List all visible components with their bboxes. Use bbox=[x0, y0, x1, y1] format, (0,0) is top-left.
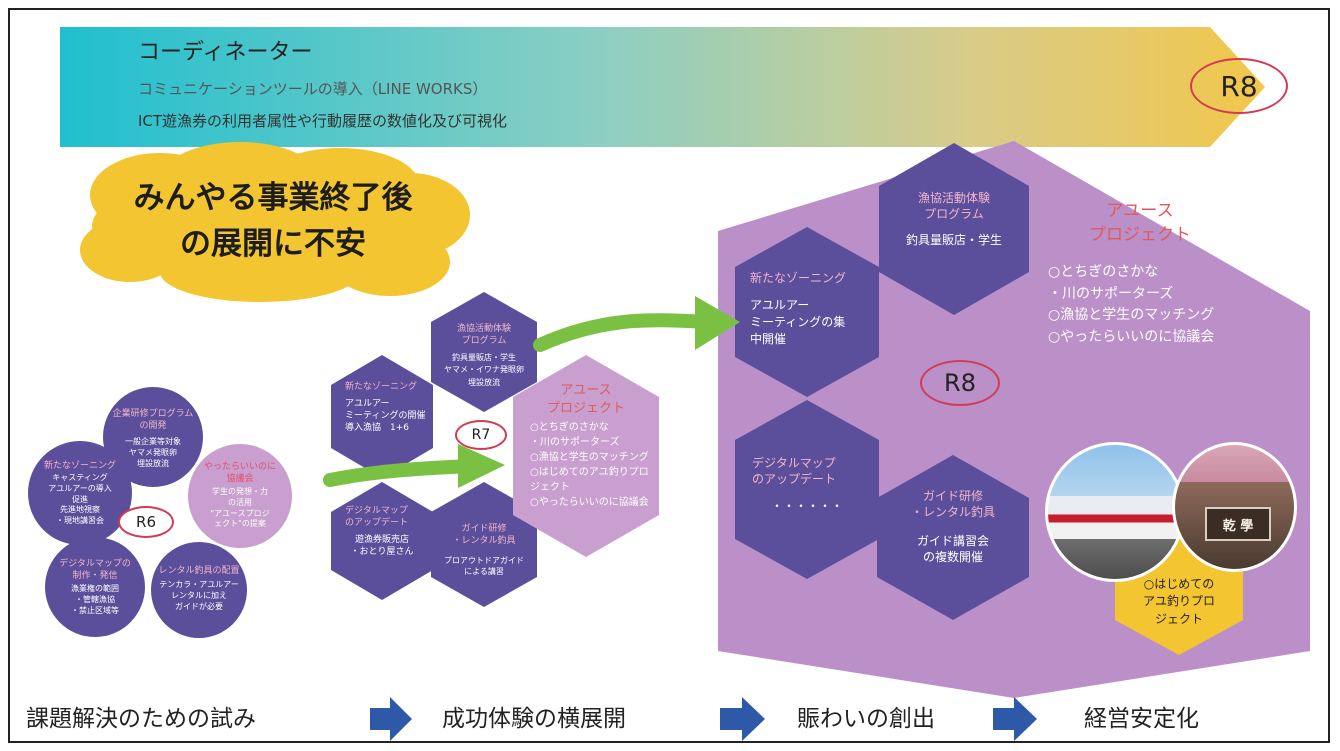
sign-text: 乾 學 bbox=[1222, 518, 1254, 534]
r6-zoning-body: キャスティング アユルアーの導入 促進 先進地視察 ・現地講習会 bbox=[48, 473, 112, 526]
r8-experience-hexagon bbox=[879, 143, 1029, 315]
r7-map-hexagon bbox=[331, 482, 433, 600]
r8-map-body: ・・・・・・ bbox=[770, 499, 843, 513]
worry-line-1: みんやる事業終了後 bbox=[133, 180, 413, 216]
r7-guide-hexagon bbox=[431, 482, 537, 607]
r6-rental-circle bbox=[151, 542, 247, 638]
r6-zoning-circle bbox=[28, 441, 132, 545]
banner-title: コーディネーター bbox=[138, 40, 313, 65]
sign-photo: 乾 學 bbox=[1172, 442, 1297, 572]
r8-map-hexagon bbox=[735, 400, 879, 579]
r8-beginner-text: ○はじめての アユ釣りプロ ジェクト bbox=[1142, 577, 1215, 626]
r8-label: R8 bbox=[944, 369, 976, 397]
green-arrow-r7-to-r8 bbox=[533, 313, 712, 352]
r7-label: R7 bbox=[471, 427, 491, 443]
r7-zoning-body: アユルアー ミーティングの開催 導入漁協 1+6 bbox=[345, 399, 426, 434]
r8-map-title: デジタルマップ のアップデート bbox=[752, 456, 837, 487]
r7-project-hexagon bbox=[513, 355, 659, 557]
coordinator-banner-arrow bbox=[60, 27, 1265, 147]
r6-council-circle bbox=[188, 444, 292, 548]
r6-map-circle bbox=[45, 537, 145, 637]
r8-zoning-hexagon bbox=[735, 227, 879, 397]
r7-project-body: ○とちぎのさかな ・川のサポーターズ ○漁協と学生のマッチング ○はじめてのアユ… bbox=[530, 422, 649, 508]
r8-project-body: ○とちぎのさかな ・川のサポーターズ ○漁協と学生のマッチング ○やったらいいの… bbox=[1048, 264, 1215, 346]
r8-project-title: アユース プロジェクト bbox=[1089, 201, 1191, 245]
r6-training-circle bbox=[103, 387, 203, 487]
r7-zoning-title: 新たなゾーニング bbox=[345, 382, 418, 392]
train-photo bbox=[1045, 442, 1185, 582]
r7-zoning-hexagon bbox=[331, 355, 433, 478]
r7-experience-body: 釣具量販店・学生 ヤマメ・イワナ発眼卵 埋設放流 bbox=[444, 353, 524, 387]
banner-line-2: ICT遊漁券の利用者属性や行動履歴の数値化及び可視化 bbox=[138, 112, 508, 130]
r7-map-body: 遊漁券販売店 ・おとり屋さん bbox=[350, 535, 414, 558]
flow-step-2: 成功体験の横展開 bbox=[442, 706, 626, 732]
r8-experience-body: 釣具量販店・学生 bbox=[905, 233, 1002, 247]
green-arrow-r6-to-r7-head bbox=[458, 444, 505, 488]
r8-guide-hexagon bbox=[877, 455, 1029, 620]
r7-guide-body: プロアウトドアガイド による講習 bbox=[444, 556, 524, 576]
r6-training-title: 企業研修プログラム の開発 bbox=[112, 409, 194, 432]
r6-zoning-title: 新たなゾーニング bbox=[43, 461, 116, 471]
r6-rental-body: テンカラ・アユルアー レンタルに加え ガイドが必要 bbox=[159, 580, 239, 611]
worry-line-2: の展開に不安 bbox=[180, 226, 366, 262]
flow-arrow-1 bbox=[370, 697, 412, 741]
r6-label: R6 bbox=[136, 513, 156, 531]
r6-rental-title: レンタル釣具の配置 bbox=[158, 566, 240, 576]
flow-step-3: 賑わいの創出 bbox=[797, 706, 935, 732]
r7-experience-hexagon bbox=[431, 292, 537, 412]
flow-arrow-3 bbox=[993, 697, 1037, 741]
r8-experience-title: 漁協活動体験 プログラム bbox=[917, 191, 990, 222]
r7-map-title: デジタルマップ のアップデート bbox=[345, 506, 409, 529]
r6-map-title: デジタルマップの 制作・発信 bbox=[59, 559, 131, 582]
r6-council-title: やったらいいのに 協議会 bbox=[203, 462, 276, 485]
r8-zoning-body: アユルアー ミーティングの集 中開催 bbox=[750, 298, 846, 346]
green-arrow-r7-to-r8-head bbox=[695, 296, 740, 350]
flow-arrow-2 bbox=[720, 697, 765, 741]
flow-step-4: 経営安定化 bbox=[1084, 706, 1199, 732]
green-arrow-r6-to-r7 bbox=[323, 459, 477, 487]
worry-cloud bbox=[80, 142, 470, 302]
r6-council-body: 学生の発想・力 の活用 "アユースプロジ ェクト"の提案 bbox=[210, 487, 270, 529]
flow-step-1: 課題解決のための試み bbox=[26, 706, 256, 732]
banner-r8-ring: R8 bbox=[1190, 58, 1288, 114]
r6-ring: R6 bbox=[118, 506, 174, 538]
r7-guide-title: ガイド研修 ・レンタル釣具 bbox=[452, 524, 516, 547]
r6-training-body: 一般企業等対象 ヤマメ発眼卵 埋設放流 bbox=[125, 437, 181, 468]
r7-ring: R7 bbox=[455, 420, 507, 450]
r8-zoning-title: 新たなゾーニング bbox=[750, 271, 847, 285]
r8-guide-title: ガイド研修 ・レンタル釣具 bbox=[910, 489, 995, 520]
banner-line-1: コミュニケーションツールの導入（LINE WORKS） bbox=[138, 80, 488, 98]
banner-r8-label: R8 bbox=[1220, 69, 1258, 103]
r7-project-title: アユース プロジェクト bbox=[546, 383, 625, 416]
r7-experience-title: 漁協活動体験 プログラム bbox=[456, 324, 511, 347]
r8-ring: R8 bbox=[920, 360, 1000, 406]
r8-guide-body: ガイド講習会 の複数開催 bbox=[916, 534, 989, 565]
r6-map-body: 漁業権の範囲 ・管轄漁協 ・禁止区域等 bbox=[71, 584, 119, 615]
sign-board: 乾 學 bbox=[1205, 507, 1271, 541]
